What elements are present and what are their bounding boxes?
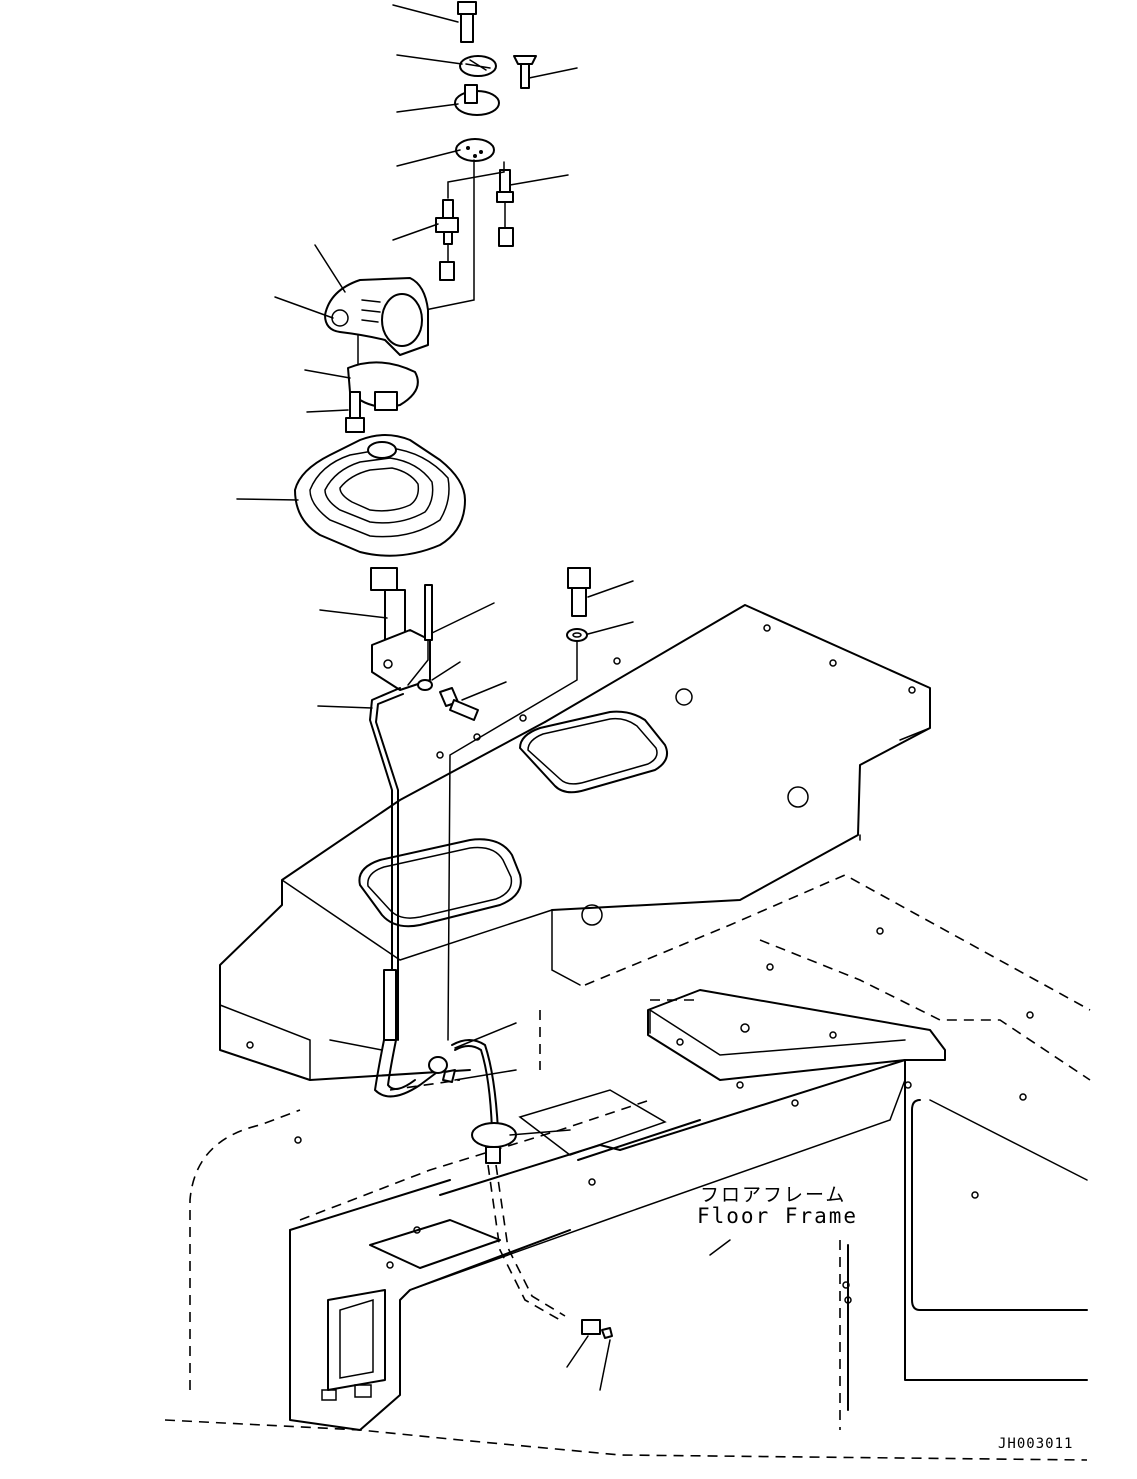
wiring-harness bbox=[369, 687, 613, 1339]
part-knob-cap bbox=[459, 55, 497, 77]
floor-frame-label-jp: フロアフレーム bbox=[700, 1184, 847, 1206]
part-hex-bolt-small bbox=[345, 391, 365, 433]
part-hex-bolt-large bbox=[567, 567, 591, 617]
floor-frame bbox=[164, 874, 1091, 1461]
part-switch-plate bbox=[455, 138, 495, 162]
part-hex-bolt-angled bbox=[439, 687, 479, 721]
part-lever-wire bbox=[407, 584, 433, 686]
console-housing bbox=[219, 604, 931, 1081]
part-control-lever bbox=[370, 567, 431, 691]
leader-lines bbox=[236, 4, 731, 1391]
guide-lines bbox=[447, 640, 578, 1041]
floor-frame-label-en: Floor Frame bbox=[697, 1204, 859, 1228]
part-mounting-plate bbox=[347, 361, 419, 411]
connector-lines-top bbox=[357, 159, 506, 381]
part-screw bbox=[457, 1, 477, 43]
drawing-code: JH003011 bbox=[998, 1436, 1074, 1452]
part-toggle-switch-left bbox=[435, 199, 459, 281]
floor-frame-solid bbox=[289, 927, 1088, 1431]
part-small-screw bbox=[513, 55, 537, 89]
part-grip-housing bbox=[324, 277, 429, 356]
part-washer-small bbox=[417, 679, 433, 691]
part-washer bbox=[566, 628, 588, 642]
part-rubber-boot bbox=[294, 434, 466, 557]
part-lever-knob bbox=[454, 84, 500, 116]
